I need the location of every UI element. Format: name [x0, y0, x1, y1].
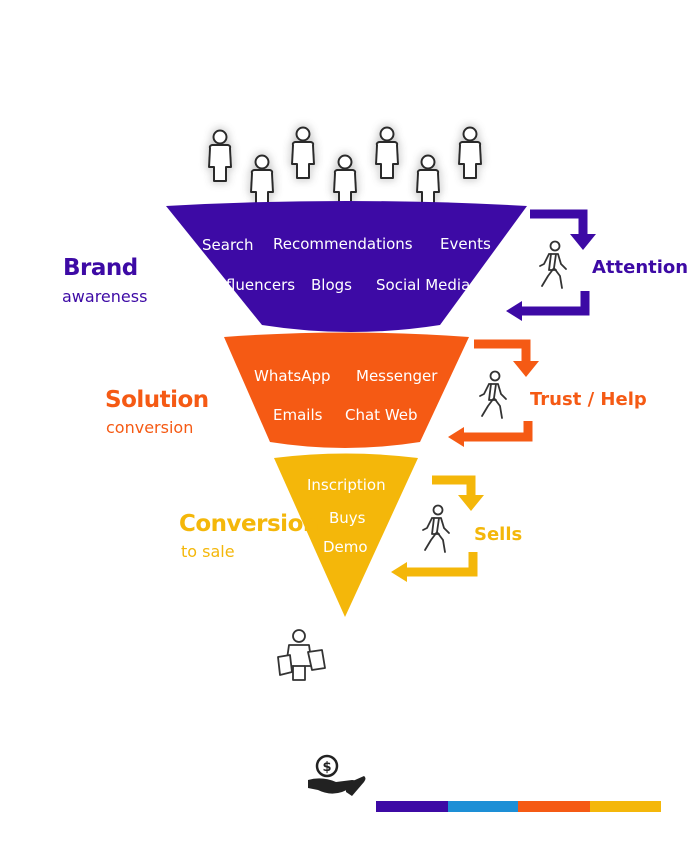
color-bar [376, 801, 661, 812]
channel-inscription: Inscription [307, 476, 386, 494]
channel-blogs: Blogs [311, 276, 352, 294]
arrow-left-icon [391, 562, 407, 582]
arrow-left-icon [448, 427, 464, 447]
stage-title-brand: Brand [63, 255, 138, 281]
channel-events: Events [440, 235, 491, 253]
channel-messenger: Messenger [356, 367, 438, 385]
channel-influencers: Influencers [212, 276, 296, 294]
arrow-left-icon [506, 301, 522, 321]
sells-arrow-loop [405, 475, 478, 577]
channel-demo: Demo [323, 538, 368, 556]
shopper-with-bags-icon [277, 629, 326, 681]
stage-title-conversion: Conversion [179, 511, 319, 537]
hand-holding-dollar-icon: $ [308, 754, 366, 796]
action-attention: Attention [592, 257, 689, 278]
action-sells: Sells [474, 524, 523, 545]
walking-person-icon [479, 370, 507, 419]
channel-recommendations: Recommendations [273, 235, 413, 253]
arrow-down-icon [458, 495, 484, 511]
channel-emails: Emails [273, 406, 323, 424]
action-trust-help: Trust / Help [530, 389, 647, 410]
attention-arrow-loop [520, 209, 590, 316]
funnel-stage-conversion [274, 453, 418, 617]
channel-search: Search [202, 236, 254, 254]
stage-subtitle-awareness: awareness [62, 287, 148, 306]
channel-buys: Buys [329, 509, 366, 527]
arrow-down-icon [570, 234, 596, 250]
walking-person-icon [539, 240, 567, 289]
funnel-stage-solution [224, 332, 469, 448]
funnel-stage-brand [166, 201, 527, 332]
channel-whatsapp: WhatsApp [254, 367, 331, 385]
arrow-down-icon [513, 361, 539, 377]
svg-text:$: $ [322, 760, 331, 775]
stage-subtitle-conversion: conversion [106, 418, 194, 437]
stage-title-solution: Solution [105, 387, 209, 413]
channel-chat-web: Chat Web [345, 406, 418, 424]
walking-person-icon [422, 504, 450, 553]
trust-arrow-loop [462, 339, 533, 442]
stage-subtitle-to-sale: to sale [181, 542, 235, 561]
channel-social-media: Social Media [376, 276, 471, 294]
